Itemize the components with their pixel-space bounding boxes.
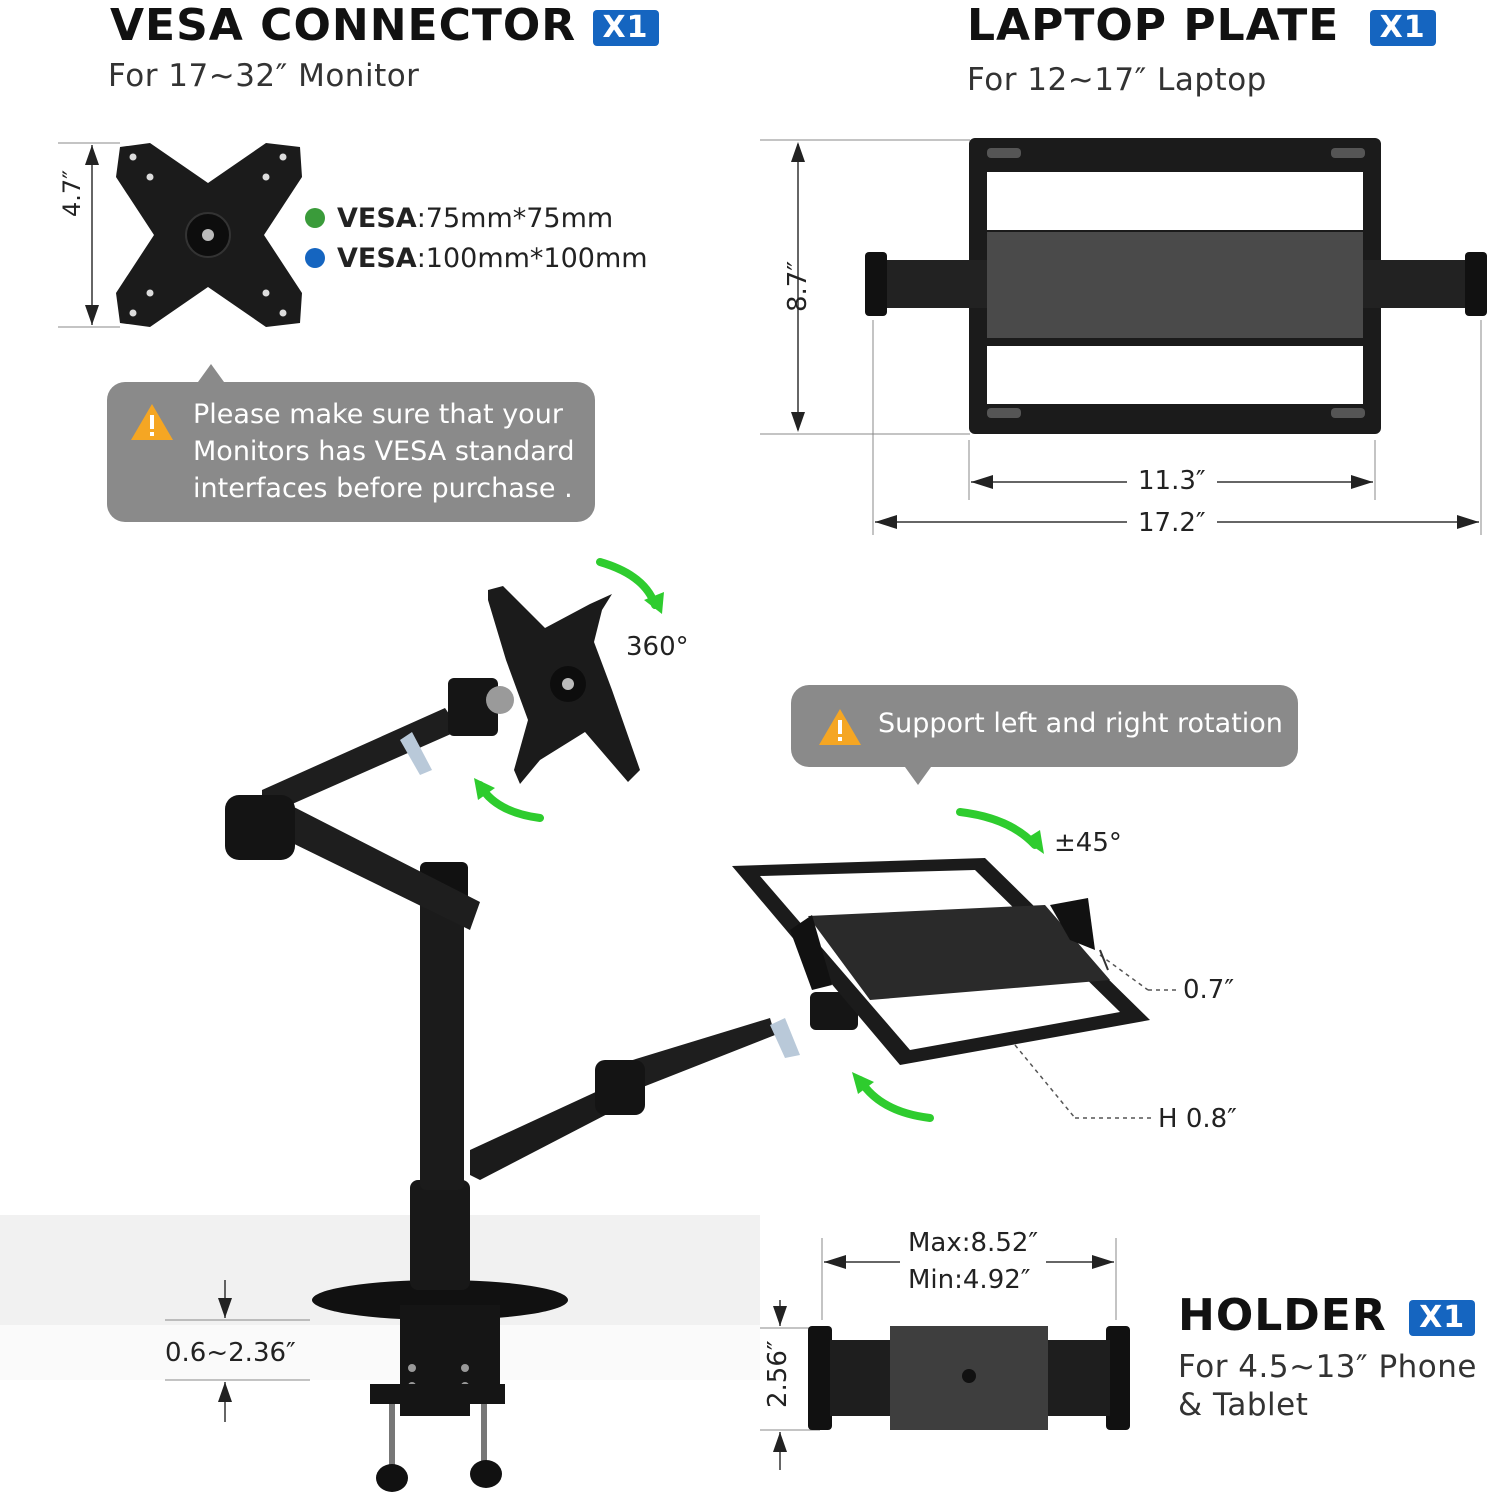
vesa-spec-100: VESA:100mm*100mm	[305, 238, 648, 278]
vesa-notice-pointer	[198, 364, 224, 382]
vesa-notice-line: interfaces before purchase .	[193, 473, 573, 504]
laptop-plate-title-row: LAPTOP PLATE X1	[967, 0, 1436, 51]
laptop-plate-inner-width: 11.3″	[1138, 466, 1206, 496]
vesa-notice-callout: Please make sure that your Monitors has …	[107, 382, 595, 522]
vesa-spec-label: VESA	[337, 202, 417, 234]
tray-lip-height-label: 0.7″	[1183, 975, 1235, 1005]
rotation-notice-text: Support left and right rotation	[878, 708, 1283, 739]
vesa-spec-value: :100mm*100mm	[416, 242, 648, 274]
vesa-connector-qty-badge: X1	[592, 10, 659, 46]
laptop-plate-qty-badge: X1	[1369, 10, 1436, 46]
holder-title-row: HOLDER X1	[1178, 1290, 1476, 1341]
tray-height-label: H 0.8″	[1158, 1104, 1237, 1134]
holder-diagram	[760, 1238, 1130, 1470]
rotation-notice-callout: Support left and right rotation	[791, 685, 1298, 767]
vesa-height-label: 4.7″	[58, 169, 86, 217]
laptop-plate-subtitle: For 12~17″ Laptop	[967, 62, 1267, 98]
holder-qty-badge: X1	[1409, 1300, 1476, 1336]
holder-subtitle-line: & Tablet	[1178, 1387, 1309, 1423]
laptop-plate-outer-width: 17.2″	[1138, 508, 1206, 538]
vesa-spec-75: VESA:75mm*75mm	[305, 198, 648, 238]
laptop-plate-title: LAPTOP PLATE	[967, 0, 1340, 51]
holder-height-label: 2.56″	[763, 1340, 793, 1408]
vesa-spec-label: VESA	[337, 242, 417, 274]
laptop-plate-diagram	[760, 138, 1487, 535]
vesa-plate-diagram	[58, 142, 302, 328]
laptop-plate-height-label: 8.7″	[783, 260, 813, 312]
blue-dot-icon	[305, 248, 325, 268]
vesa-notice-line: Monitors has VESA standard	[193, 436, 575, 467]
vesa-notice-line: Please make sure that your	[193, 399, 563, 430]
holder-subtitle-line: For 4.5~13″ Phone	[1178, 1349, 1477, 1385]
vesa-connector-subtitle: For 17~32″ Monitor	[108, 58, 420, 94]
warning-icon	[819, 709, 861, 745]
monitor-rotation-label: 360°	[626, 632, 689, 662]
green-dot-icon	[305, 208, 325, 228]
tray-tilt-label: ±45°	[1054, 828, 1122, 858]
holder-min-label: Min:4.92″	[908, 1265, 1031, 1295]
clamp-range-label: 0.6~2.36″	[165, 1338, 296, 1368]
warning-icon	[131, 404, 173, 440]
holder-title: HOLDER	[1178, 1290, 1387, 1341]
vesa-spec-value: :75mm*75mm	[416, 202, 614, 234]
vesa-spec-list: VESA:75mm*75mm VESA:100mm*100mm	[305, 198, 648, 278]
monitor-arm-illustration	[0, 558, 1178, 1492]
holder-subtitle: For 4.5~13″ Phone & Tablet	[1178, 1348, 1477, 1424]
vesa-connector-title: VESA CONNECTOR	[110, 0, 577, 51]
rotation-notice-pointer	[905, 767, 931, 785]
vesa-connector-title-row: VESA CONNECTOR X1	[110, 0, 659, 51]
holder-max-label: Max:8.52″	[908, 1228, 1039, 1258]
